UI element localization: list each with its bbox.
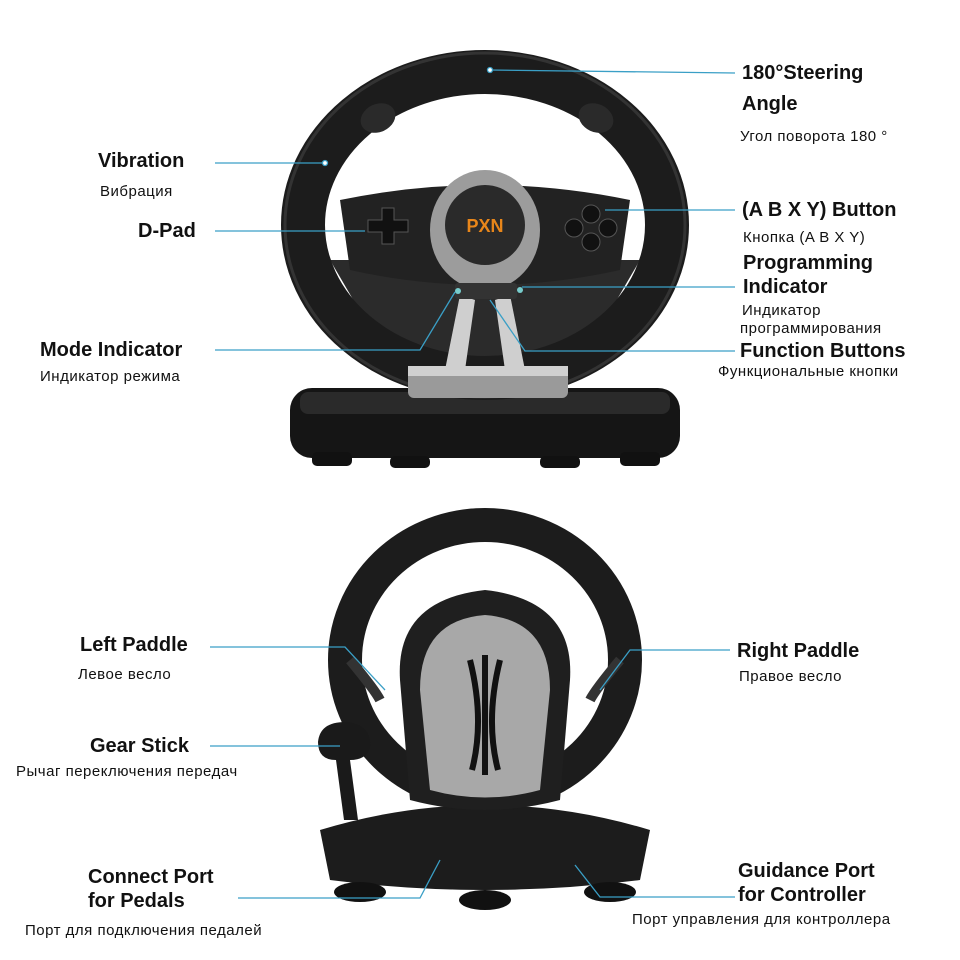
mode-indicator-ru: Индикатор режима — [40, 368, 181, 385]
function-buttons-ru: Функциональные кнопки — [718, 363, 899, 380]
rear-wheel-image — [318, 508, 650, 910]
leader-lines — [210, 66, 736, 899]
left-paddle-ru: Левое весло — [78, 666, 172, 683]
gear-stick-label: Gear Stick — [90, 735, 189, 757]
programming-ru-2: программирования — [740, 320, 882, 337]
dpad-label: D-Pad — [138, 220, 196, 242]
programming-ru: Индикатор — [742, 302, 821, 319]
vibration-ru: Вибрация — [100, 183, 173, 200]
guidance-port-label-2: for Controller — [738, 884, 866, 906]
mode-indicator-label: Mode Indicator — [40, 339, 183, 361]
pedal-port-label: Connect Port — [88, 866, 214, 888]
right-paddle-ru: Правое весло — [739, 668, 843, 685]
gear-stick-ru: Рычаг переключения передач — [16, 763, 238, 780]
steering-angle-label: 180°Steering — [742, 62, 864, 84]
abxy-label: (A B X Y) Button — [742, 199, 897, 221]
guidance-port-ru: Порт управления для контроллера — [632, 911, 891, 928]
right-paddle-label: Right Paddle — [737, 640, 860, 662]
pedal-port-ru: Порт для подключения педалей — [25, 922, 263, 939]
abxy-ru: Кнопка (A B X Y) — [743, 229, 866, 246]
pxn-logo: PXN — [466, 216, 503, 236]
pedal-port-label-2: for Pedals — [88, 890, 185, 912]
steering-angle-ru: Угол поворота 180 ° — [740, 128, 888, 145]
programming-label: Programming — [743, 252, 874, 274]
function-buttons-label: Function Buttons — [740, 340, 906, 362]
programming-label-2: Indicator — [743, 276, 828, 298]
guidance-port-label: Guidance Port — [738, 860, 875, 882]
left-paddle-label: Left Paddle — [80, 634, 188, 656]
top-wheel-image — [281, 50, 689, 468]
vibration-label: Vibration — [98, 150, 185, 172]
steering-angle-label-2: Angle — [742, 93, 798, 115]
